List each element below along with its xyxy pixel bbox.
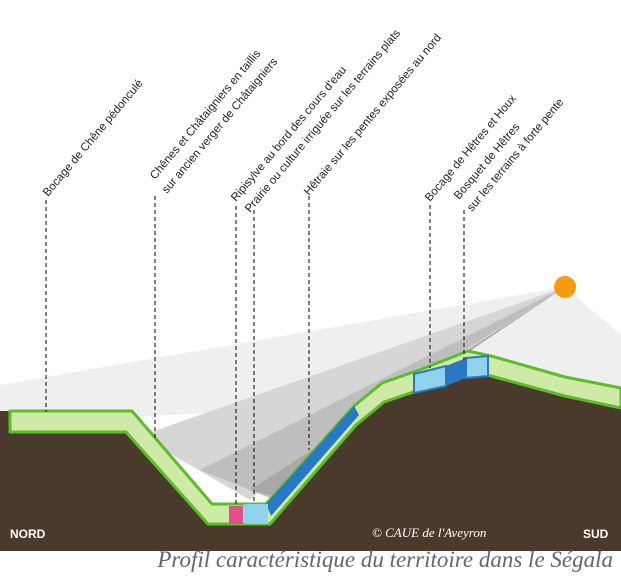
label-chenes-chataigniers-line1: Chênes et Châtaigniers en taillis (148, 48, 263, 182)
label-bosquet-hetres-line2: sur les terrains à forte pente (465, 97, 566, 214)
beech-holly-dark-block (446, 358, 466, 386)
sun-icon (554, 276, 576, 298)
beech-grove-block (465, 354, 489, 380)
shade-cone-core (250, 287, 565, 500)
figure-caption: Profil caractéristique du territoire dan… (157, 547, 613, 572)
label-south: SUD (583, 527, 609, 541)
ripisylve-marker (229, 506, 243, 524)
label-north: NORD (10, 527, 46, 541)
label-bocage-chene: Bocage de Chêne pédonculé (41, 78, 146, 199)
beech-slope-band (266, 406, 359, 516)
shade-cone-mid (140, 287, 565, 500)
copyright-credit: © CAUE de l'Aveyron (372, 525, 486, 540)
terrain-earth (0, 351, 621, 551)
valley-floor-water (244, 504, 268, 524)
label-prairie: Prairie ou culture irriguée sur les terr… (243, 27, 403, 215)
